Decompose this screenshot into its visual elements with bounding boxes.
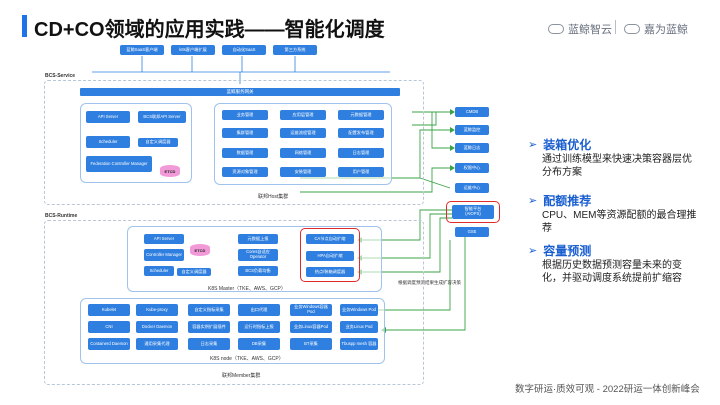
manager-box: 资源对象管理 bbox=[222, 167, 268, 177]
node-component-box: 出口代理 bbox=[238, 304, 280, 316]
node-component-box: BT采集 bbox=[290, 338, 332, 350]
bcs-runtime-frame bbox=[44, 220, 424, 385]
manager-box: 用户管理 bbox=[338, 167, 384, 177]
k8s-master-label: K8S Master（TKE、AWS、GCP） bbox=[208, 286, 286, 292]
node-component-box: 容器实例扩展插件 bbox=[188, 321, 230, 333]
svc-monitor: 蓝鲸监控 bbox=[455, 125, 489, 135]
node-component-box: 日志采集 bbox=[188, 338, 230, 350]
manager-box: 应用层管理 bbox=[280, 110, 326, 120]
page-title: CD+CO领域的应用实践——智能化调度 bbox=[34, 19, 385, 41]
client-box-4: 第三方系统 bbox=[273, 45, 317, 55]
rt-bcs-lb: BCS负载均衡 bbox=[238, 266, 278, 276]
ai-scalers-highlight bbox=[300, 228, 360, 282]
canway-logo: 嘉为蓝鲸 bbox=[624, 21, 688, 37]
fed-controller-box: Federation Controller Manager bbox=[86, 156, 152, 172]
manager-box: 集群管理 bbox=[222, 128, 268, 138]
node-component-box: 业务Windows容器 Pod bbox=[290, 304, 332, 316]
chevron-right-icon: ➢ bbox=[528, 245, 538, 257]
feature-capacity: ➢ 容量预测 根据历史数据预测容量未来的变化，并驱动调度系统提前扩缩容 bbox=[528, 242, 698, 285]
logo-text-1: 蓝鲸智云 bbox=[568, 24, 612, 36]
etcd-db-icon: ETCD bbox=[160, 165, 180, 177]
api-server-box: API Server bbox=[86, 111, 130, 123]
chevron-right-icon: ➢ bbox=[528, 195, 538, 207]
manager-box: 配置发布管理 bbox=[338, 128, 384, 138]
aiops-note: 根据调度预测结果生成扩容决策 bbox=[398, 280, 461, 285]
ai-hotspot-scheduler: 热点/装箱调度器 bbox=[306, 267, 354, 277]
node-component-box: 自定义指标采集 bbox=[188, 304, 230, 316]
bcs-fed-api-box: BCS联邦API Server bbox=[138, 111, 186, 123]
feature-title: 容量预测 bbox=[543, 244, 592, 258]
svc-log: 蓝鲸日志 bbox=[455, 143, 489, 153]
bluking-logo: 蓝鲸智云 bbox=[548, 21, 612, 37]
feature-desc: CPU、MEM等资源配额的最合理推荐 bbox=[542, 210, 697, 234]
page-footer: 数字研运·质效可观 - 2022研运一体创新峰会 bbox=[515, 384, 700, 395]
node-component-box: Kubelet bbox=[88, 304, 130, 316]
feature-desc: 通过训练模型来快速决策容器层优分布方案 bbox=[542, 154, 692, 178]
scheduler-box: Scheduler bbox=[86, 136, 130, 148]
feature-title: 装箱优化 bbox=[543, 138, 592, 152]
rt-cores-operator: Cores自适应 Operator bbox=[238, 249, 278, 261]
node-component-box: 通用采集代理 bbox=[136, 338, 178, 350]
node-component-box: 业务Linux容器Pod bbox=[290, 321, 332, 333]
k8s-node-label: K8S node（TKE、AWS、GCP） bbox=[210, 356, 284, 362]
rt-custom-scheduler: 自定义调度器 bbox=[177, 268, 211, 276]
chevron-right-icon: ➢ bbox=[528, 139, 538, 151]
feature-desc: 根据历史数据预测容量未来的变化，并驱动调度系统提前扩缩容 bbox=[542, 260, 682, 284]
manager-box: 元数据管理 bbox=[338, 110, 384, 120]
rt-meta-report: 元数据上报 bbox=[238, 234, 278, 244]
rt-etcd-icon: ETCD bbox=[190, 244, 210, 256]
node-component-box: DB采集 bbox=[238, 338, 280, 350]
k8s-node-group bbox=[80, 298, 385, 364]
rt-api-server: API Server bbox=[144, 234, 184, 244]
gateway-bar: 蓝鲸服务网关 bbox=[80, 88, 400, 96]
member-cluster-label: 联邦Member集群 bbox=[222, 373, 261, 379]
client-box-3: 自动化SaaS bbox=[222, 45, 266, 55]
custom-scheduler-box: 自定义调度器 bbox=[138, 138, 178, 147]
manager-box: 网络管理 bbox=[280, 148, 326, 158]
client-box-2: k8s客户端扩展 bbox=[171, 45, 215, 55]
ai-hpa-scaler: HPA自动扩缩 bbox=[306, 251, 354, 261]
manager-box: 业务管理 bbox=[222, 110, 268, 120]
bcs-service-frame bbox=[44, 80, 424, 205]
logo-divider bbox=[615, 20, 616, 34]
cloud-logo-icon bbox=[548, 24, 564, 34]
svc-aiops: 智能平台 (AIOPS) bbox=[452, 205, 494, 219]
manager-box: 数据管理 bbox=[222, 148, 268, 158]
canway-logo-icon bbox=[624, 24, 640, 34]
feature-packing: ➢ 装箱优化 通过训练模型来快速决策容器层优分布方案 bbox=[528, 136, 698, 179]
aiops-highlight bbox=[446, 201, 500, 223]
host-cluster-label: 联邦Host集群 bbox=[258, 194, 289, 200]
feature-quota: ➢ 配额推荐 CPU、MEM等资源配额的最合理推荐 bbox=[528, 192, 698, 235]
ai-ca-scaler: CA节点自动扩缩 bbox=[306, 234, 354, 244]
client-box-1: 蓝鲸SaaS客户端 bbox=[120, 45, 164, 55]
manager-box: 运维流程管理 bbox=[280, 128, 326, 138]
node-component-box: 运行时指标上报 bbox=[238, 321, 280, 333]
feature-title: 配额推荐 bbox=[543, 194, 592, 208]
node-component-box: CNI bbox=[88, 321, 130, 333]
node-component-box: Containerd Daemon bbox=[88, 338, 130, 350]
node-component-box: Kube-proxy bbox=[136, 304, 178, 316]
svc-iam: 权限中心 bbox=[455, 163, 489, 173]
logo-text-2: 嘉为蓝鲸 bbox=[644, 24, 688, 36]
rt-controller-manager: Controller Manager bbox=[144, 249, 184, 261]
node-component-box: 业务Windows Pod bbox=[340, 304, 378, 316]
node-component-box: Tbuspp mesh 容器 bbox=[340, 338, 378, 350]
node-component-box: Docker Daemon bbox=[136, 321, 178, 333]
manager-box: 安装管理 bbox=[280, 167, 326, 177]
node-component-box: 业务Linux Pod bbox=[340, 321, 378, 333]
svc-ops: 运维中心 bbox=[455, 183, 489, 193]
svc-cmdb: CMDB bbox=[455, 107, 489, 117]
title-accent-bar bbox=[22, 15, 27, 37]
rt-scheduler: Scheduler bbox=[144, 266, 174, 276]
bcs-service-label: BCS-Service bbox=[45, 73, 76, 79]
svc-gse: GSE bbox=[455, 227, 489, 237]
manager-box: 日志管理 bbox=[338, 148, 384, 158]
bcs-runtime-label: BCS-Runtime bbox=[45, 213, 78, 219]
